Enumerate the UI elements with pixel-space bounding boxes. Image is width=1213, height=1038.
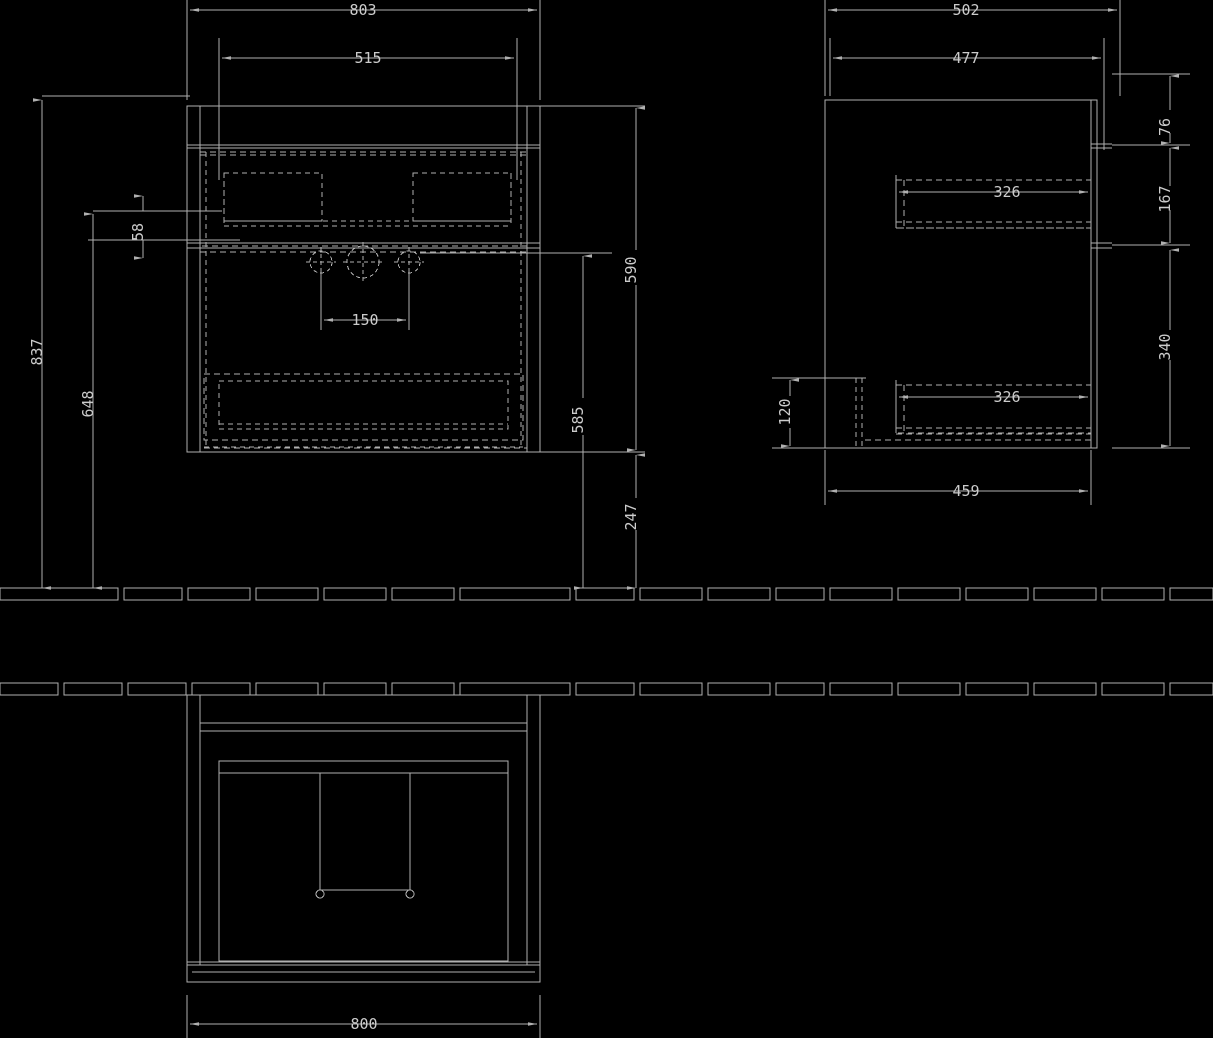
dim-label-837: 837	[28, 338, 46, 365]
front-inner-box-left	[223, 172, 323, 222]
dim-label-800: 800	[350, 1015, 377, 1033]
front-lower-drawer-outline	[199, 251, 528, 449]
front-elevation-view	[186, 105, 541, 453]
dim-label-477: 477	[952, 49, 979, 67]
front-lower-drawer-inner	[218, 380, 509, 430]
side-cabinet-outline	[824, 99, 1098, 449]
dim-label-76: 76	[1156, 118, 1174, 136]
side-elevation-view	[824, 99, 1112, 449]
bottom-trap-node-left	[315, 889, 325, 899]
front-lower-drawer-box	[203, 373, 524, 441]
dim-label-58: 58	[129, 223, 147, 241]
front-countertop	[186, 105, 541, 146]
front-inner-box-right	[412, 172, 512, 222]
bottom-plan-view	[186, 694, 541, 983]
dim-label-340: 340	[1156, 333, 1174, 360]
side-view-dimensions	[772, 0, 1190, 505]
dim-label-247: 247	[622, 503, 640, 530]
front-upper-drawer	[199, 151, 528, 247]
bottom-plinth	[186, 961, 541, 983]
dim-label-326-lower: 326	[993, 388, 1020, 406]
dim-label-648: 648	[79, 390, 97, 417]
bottom-inner-box	[218, 760, 509, 962]
bottom-trap-node-right	[405, 889, 415, 899]
bottom-outer-outline	[186, 694, 541, 966]
floor-hatch-lower	[0, 682, 1213, 696]
dim-label-590: 590	[622, 256, 640, 283]
dim-label-120: 120	[776, 398, 794, 425]
dim-label-803: 803	[349, 1, 376, 19]
dimension-labels: 803 515 502 477 837 648 58 150 590 585 2…	[28, 1, 1174, 1033]
dim-label-167: 167	[1156, 185, 1174, 212]
dim-label-585: 585	[569, 406, 587, 433]
front-view-dimensions	[33, 0, 645, 590]
dim-label-502: 502	[952, 1, 979, 19]
bottom-view-dimensions	[186, 995, 541, 1038]
floor-hatch-upper	[0, 587, 1213, 601]
dim-label-459: 459	[952, 482, 979, 500]
dim-label-150: 150	[351, 311, 378, 329]
dim-label-515: 515	[354, 49, 381, 67]
dim-label-326-upper: 326	[993, 183, 1020, 201]
